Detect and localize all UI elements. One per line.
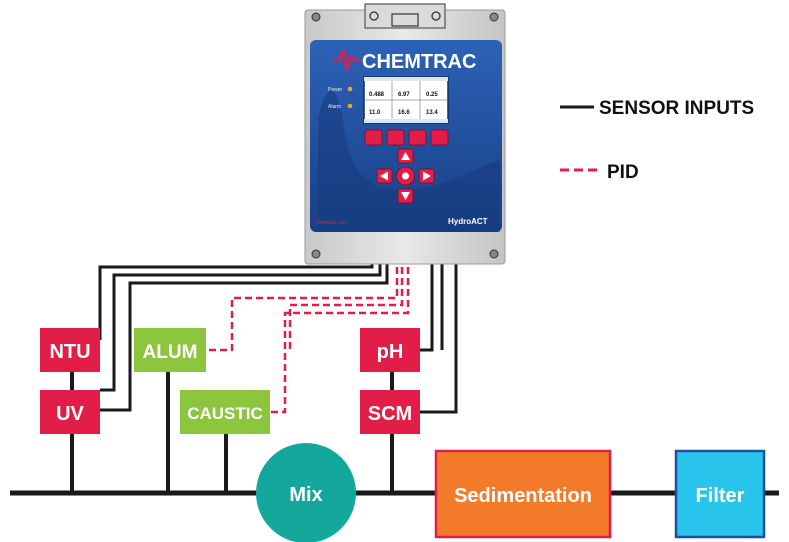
filter-unit: Filter	[674, 449, 766, 539]
function-key-4[interactable]	[430, 129, 449, 146]
legend-pid-label: PID	[607, 162, 639, 183]
function-key-3[interactable]	[408, 129, 427, 146]
enclosure-latch	[364, 3, 446, 29]
screw-icon	[311, 12, 321, 22]
arrow-up-icon	[401, 152, 410, 160]
screen-value: 11.0	[369, 110, 381, 116]
model-label: HydroACT	[448, 217, 488, 226]
website-label: chemtrac.com	[316, 220, 347, 226]
power-indicator-label: Power	[328, 87, 343, 93]
power-led-icon	[347, 86, 353, 92]
function-key-2[interactable]	[386, 129, 405, 146]
function-key-1[interactable]	[364, 129, 383, 146]
arrow-down-icon	[401, 192, 410, 200]
legend-sensor-label: SENSOR INPUTS	[599, 98, 754, 119]
arrow-right-icon	[423, 171, 431, 181]
alarm-indicator-label: Alarm	[328, 104, 341, 110]
svg-text:Mix: Mix	[289, 484, 322, 506]
screen-value: 13.4	[426, 110, 438, 116]
svg-text:Sedimentation: Sedimentation	[454, 485, 592, 507]
alarm-led-icon	[347, 103, 353, 109]
screen-value: 6.97	[398, 92, 410, 98]
node-ntu: NTU	[40, 328, 100, 372]
legend: SENSOR INPUTS PID	[560, 98, 754, 183]
screen-value: 0.25	[426, 92, 438, 98]
svg-text:CAUSTIC: CAUSTIC	[187, 404, 263, 423]
screen-value: 0.488	[369, 92, 385, 98]
screw-icon	[489, 12, 499, 22]
svg-text:SCM: SCM	[368, 403, 412, 425]
pid-wires	[205, 256, 410, 414]
node-scm: SCM	[360, 390, 420, 434]
svg-text:pH: pH	[377, 341, 404, 363]
svg-text:UV: UV	[56, 403, 84, 425]
mix-tank: Mix	[256, 443, 356, 542]
enter-dot-icon	[402, 172, 409, 180]
screw-icon	[489, 249, 499, 259]
arrow-left-icon	[380, 171, 388, 181]
controller-device: CHEMTRAC Power Alarm 0.488 6.97 0.25 11.…	[304, 3, 506, 265]
svg-text:ALUM: ALUM	[143, 342, 198, 363]
brand-logo: CHEMTRAC	[362, 51, 476, 73]
node-uv: UV	[40, 390, 100, 434]
sedimentation-basin: Sedimentation	[434, 449, 612, 539]
heartbeat-logo-icon	[334, 49, 360, 71]
node-ph: pH	[360, 328, 420, 372]
screen-value: 16.6	[398, 110, 410, 116]
svg-text:NTU: NTU	[49, 341, 90, 363]
node-caustic: CAUSTIC	[180, 390, 270, 434]
node-alum: ALUM	[134, 328, 206, 372]
svg-text:Filter: Filter	[696, 485, 745, 507]
screw-icon	[311, 249, 321, 259]
